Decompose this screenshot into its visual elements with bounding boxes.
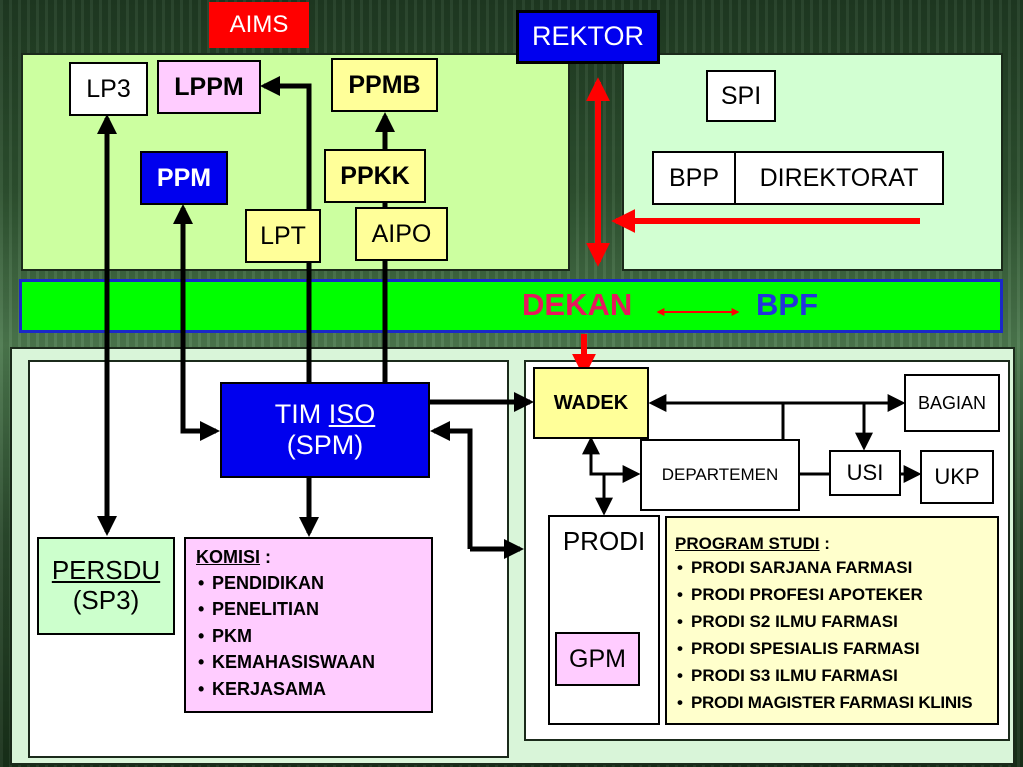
persdu-box: PERSDU (SP3) [37,537,175,635]
bpf-label: BPF [756,287,818,322]
komisi-title: KOMISI : [196,547,272,567]
ppm-box: PPM [140,151,228,205]
tim-iso-box: TIM ISO (SPM) [220,382,430,478]
lp3-box: LP3 [69,62,148,116]
ukp-box: UKP [920,450,994,504]
list-item: KEMAHASISWAAN [196,649,431,676]
program-studi-box: PROGRAM STUDI : PRODI SARJANA FARMASI PR… [665,516,999,725]
tim-iso-line: TIM ISO [274,398,376,429]
prodi-label: PRODI [562,526,646,556]
komisi-box: KOMISI : PENDIDIKAN PENELITIAN PKM KEMAH… [184,537,433,713]
ppmb-box: PPMB [331,58,438,112]
list-item: PRODI S2 ILMU FARMASI [675,608,997,635]
list-item: PRODI PROFESI APOTEKER [675,581,997,608]
list-item: PRODI SARJANA FARMASI [675,554,997,581]
sp3-label: (SP3) [72,585,140,615]
program-studi-list: PRODI SARJANA FARMASI PRODI PROFESI APOT… [675,554,997,716]
list-item: PENELITIAN [196,596,431,623]
spi-box: SPI [706,70,776,122]
lppm-box: LPPM [157,60,261,114]
list-item: PRODI MAGISTER FARMASI KLINIS [675,689,997,716]
komisi-list: PENDIDIKAN PENELITIAN PKM KEMAHASISWAAN … [196,570,431,703]
aipo-box: AIPO [355,207,448,261]
list-item: KERJASAMA [196,676,431,703]
list-item: PRODI SPESIALIS FARMASI [675,635,997,662]
lpt-box: LPT [245,209,321,263]
program-studi-title: PROGRAM STUDI : [675,534,830,553]
bpp-box: BPP [652,151,736,205]
list-item: PRODI S3 ILMU FARMASI [675,662,997,689]
list-item: PENDIDIKAN [196,570,431,597]
aims-label: AIMS [209,2,309,48]
ppkk-box: PPKK [324,149,426,203]
usi-box: USI [829,450,901,496]
departemen-box: DEPARTEMEN [640,439,800,511]
gpm-box: GPM [555,632,640,686]
prodi-box: PRODI [548,515,660,725]
prodi-tim-arrow [430,421,473,549]
wadek-departemen-arrow [582,436,641,483]
dekan-label: DEKAN [522,287,633,322]
tim-lppm-arrow [260,76,312,383]
ppm-tim-arrow [173,204,220,441]
list-item: PKM [196,623,431,650]
persdu-label: PERSDU [51,555,161,586]
bagian-box: BAGIAN [904,374,1000,432]
rektor-box: REKTOR [516,10,660,64]
tim-spm-line: (SPM) [286,430,364,460]
direktorat-box: DIREKTORAT [734,151,944,205]
wadek-box: WADEK [533,367,649,439]
